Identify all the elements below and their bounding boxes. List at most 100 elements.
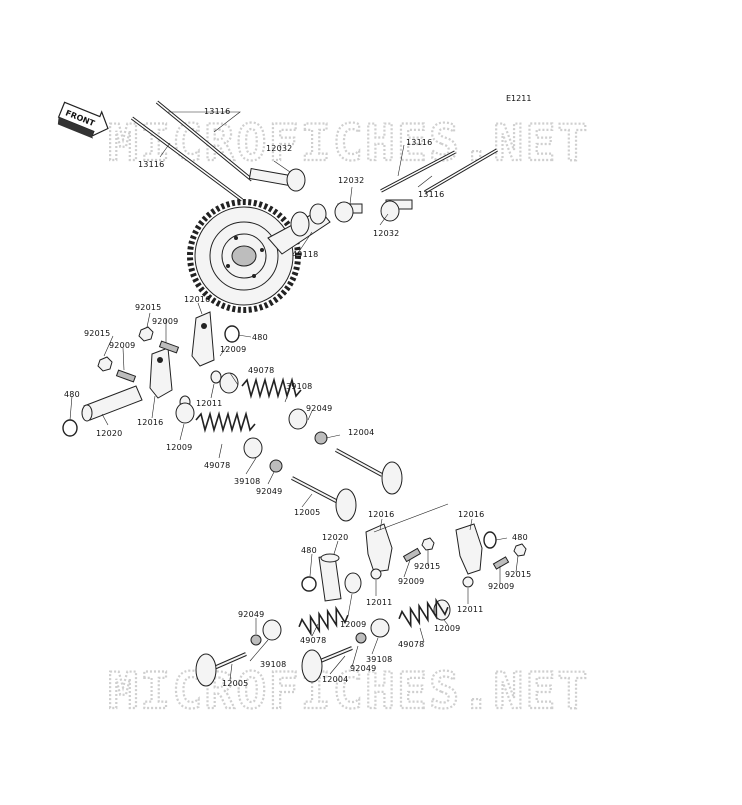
nut-upper-b <box>97 356 113 372</box>
push-rod-right-lower <box>424 148 498 194</box>
nut-lower-b <box>513 543 527 557</box>
front-arrow-icon: FRONT <box>57 101 109 139</box>
label-12005-b: 12005 <box>222 679 248 688</box>
seal-upper-a <box>314 431 328 445</box>
valve-lower-12005 <box>195 652 247 687</box>
watermark-top: MICROFICHES.NET <box>108 114 590 172</box>
seat-upper-b <box>243 437 263 459</box>
label-92009-a: 92009 <box>152 317 178 326</box>
seat-lower-a <box>262 619 282 641</box>
rocker-arm-lower-left <box>365 523 393 573</box>
seat-upper-a <box>288 408 308 430</box>
label-13116-d: 13116 <box>418 190 444 199</box>
valve-spring-lower-b <box>398 597 449 629</box>
label-49078-c: 49078 <box>300 636 326 645</box>
label-12011-b: 12011 <box>366 598 392 607</box>
adjust-screw-upper-b <box>115 369 137 383</box>
seat-lower-b <box>370 618 390 638</box>
leader-lines <box>69 111 519 681</box>
seal-lower-a <box>250 634 262 646</box>
label-12004-a: 12004 <box>348 428 374 437</box>
tappet-left <box>248 168 306 192</box>
label-12009-b: 12009 <box>166 443 192 452</box>
pivot-upper-a <box>210 370 222 384</box>
label-12009-c: 12009 <box>340 620 366 629</box>
label-13116-a: 13116 <box>204 107 230 116</box>
label-92015-b: 92015 <box>84 329 110 338</box>
label-480-a: 480 <box>252 333 268 342</box>
label-92009-b: 92009 <box>109 341 135 350</box>
label-39108-c: 39108 <box>260 660 286 669</box>
label-12016-a: 12016 <box>184 295 210 304</box>
watermark-bottom: MICROFICHES.NET <box>108 662 590 720</box>
pivot-lower-b <box>462 576 474 588</box>
rocker-arm-upper-left <box>149 347 173 399</box>
label-480-c: 480 <box>301 546 317 555</box>
label-39108-a: 39108 <box>286 382 312 391</box>
seal-lower-b <box>355 632 367 644</box>
label-12016-b: 12016 <box>137 418 163 427</box>
label-480-b: 480 <box>64 390 80 399</box>
circlip-lower-left <box>301 576 317 592</box>
label-92049-b: 92049 <box>256 487 282 496</box>
label-12016-c: 12016 <box>368 510 394 519</box>
rocker-arm-lower-right <box>455 523 483 575</box>
label-92049-a: 92049 <box>306 404 332 413</box>
diagram-code: E1211 <box>506 94 531 103</box>
retainer-upper-a <box>219 372 239 394</box>
label-49078-d: 49078 <box>398 640 424 649</box>
seal-upper-b <box>269 459 283 473</box>
adjust-screw-upper-a <box>158 340 180 354</box>
rocker-shaft-upper <box>81 385 143 422</box>
label-12032-b: 12032 <box>338 176 364 185</box>
push-rod-right-upper <box>380 150 456 193</box>
label-13116-c: 13116 <box>406 138 432 147</box>
circlip-upper-right <box>224 325 240 343</box>
label-12009-d: 12009 <box>434 624 460 633</box>
adjust-screw-lower-b <box>492 556 510 570</box>
valve-spring-lower-a <box>298 605 349 637</box>
rocker-shaft-lower <box>318 553 342 602</box>
tappet-center <box>334 201 363 223</box>
pivot-lower-a <box>370 568 382 580</box>
label-480-d: 480 <box>512 533 528 542</box>
label-49078-b: 49078 <box>204 461 230 470</box>
push-rod-left-upper <box>155 100 254 182</box>
label-49078-a: 49078 <box>248 366 274 375</box>
valve-spring-upper-a <box>241 377 302 399</box>
camshaft-gear <box>187 199 331 313</box>
valve-upper-12004 <box>335 448 403 495</box>
valve-upper-12005 <box>291 476 357 522</box>
label-12011-a: 12011 <box>196 399 222 408</box>
label-49118: 49118 <box>292 250 318 259</box>
label-92009-d: 92009 <box>488 582 514 591</box>
adjust-screw-lower-a <box>402 547 422 563</box>
nut-lower-a <box>421 537 435 551</box>
retainer-upper-b <box>175 402 195 424</box>
label-13116-b: 13116 <box>138 160 164 169</box>
label-92015-d: 92015 <box>505 570 531 579</box>
circlip-lower-right <box>483 531 497 549</box>
label-39108-b: 39108 <box>234 477 260 486</box>
label-92049-c: 92049 <box>238 610 264 619</box>
label-12016-d: 12016 <box>458 510 484 519</box>
label-12020-b: 12020 <box>322 533 348 542</box>
label-12009-a: 12009 <box>220 345 246 354</box>
label-12020-a: 12020 <box>96 429 122 438</box>
valve-lower-12004 <box>301 646 353 683</box>
label-12032-a: 12032 <box>266 144 292 153</box>
label-12011-c: 12011 <box>457 605 483 614</box>
valve-spring-upper-b <box>195 411 256 433</box>
push-rod-left-lower <box>130 116 244 202</box>
label-92015-a: 92015 <box>135 303 161 312</box>
label-39108-d: 39108 <box>366 655 392 664</box>
label-92009-c: 92009 <box>398 577 424 586</box>
tappet-right <box>380 199 413 222</box>
circlip-upper-left <box>62 419 78 437</box>
rocker-arm-upper-right <box>191 311 215 367</box>
label-92049-d: 92049 <box>350 664 376 673</box>
nut-upper-a <box>138 326 154 342</box>
label-12005-a: 12005 <box>294 508 320 517</box>
label-92015-c: 92015 <box>414 562 440 571</box>
